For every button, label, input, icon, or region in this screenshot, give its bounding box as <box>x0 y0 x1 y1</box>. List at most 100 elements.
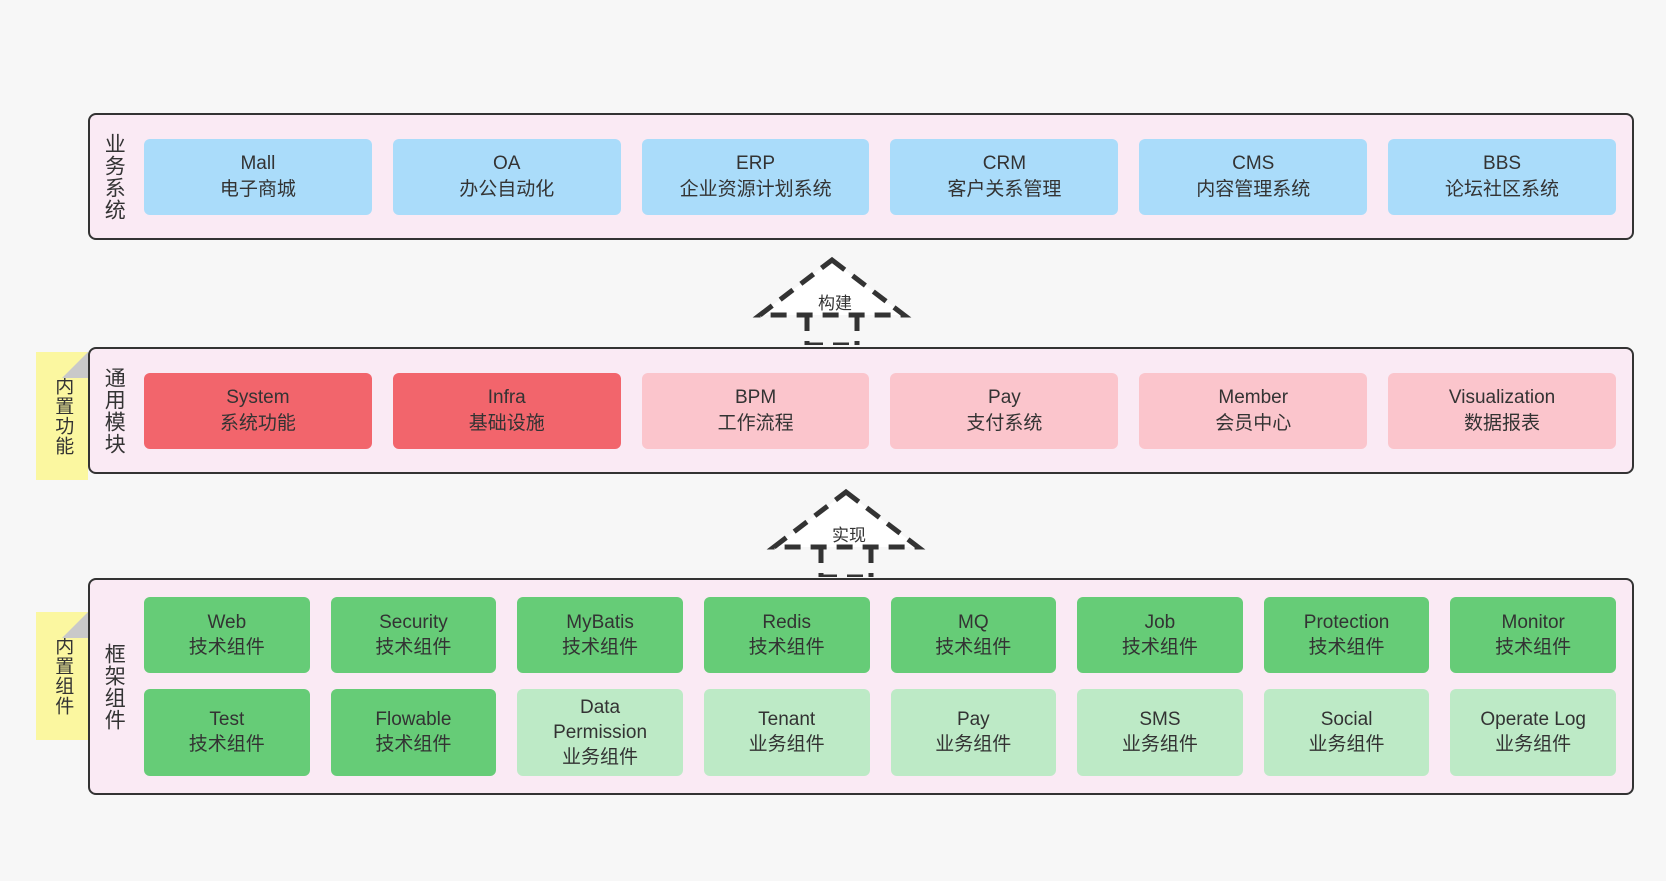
card-data-permission[interactable]: Data Permission 业务组件 <box>517 688 683 777</box>
card-operate-log[interactable]: Operate Log 业务组件 <box>1450 688 1616 777</box>
card-title: Pay <box>988 387 1021 409</box>
card-subtitle: 技术组件 <box>375 636 452 658</box>
layer-title-framework-component: 框架组件 <box>102 642 126 731</box>
card-sms[interactable]: SMS 业务组件 <box>1077 688 1243 777</box>
card-title: Test <box>209 709 245 731</box>
layer-title-business-system: 业务系统 <box>102 132 126 221</box>
card-subtitle: 技术组件 <box>375 734 452 756</box>
card-title: Web <box>207 611 247 633</box>
card-subtitle: 论坛社区系统 <box>1445 178 1560 200</box>
card-title: SMS <box>1139 709 1181 731</box>
connector-build-arrow <box>752 255 912 348</box>
card-title: Operate Log <box>1480 709 1586 731</box>
card-row: Test 技术组件 Flowable 技术组件 Data Permission … <box>144 688 1616 777</box>
card-subtitle: 基础设施 <box>468 412 545 434</box>
connector-build-label: 构建 <box>818 294 852 313</box>
card-title: Monitor <box>1501 611 1565 633</box>
card-title: Pay <box>956 709 990 731</box>
card-subtitle: 技术组件 <box>188 734 265 756</box>
card-bbs[interactable]: BBS 论坛社区系统 <box>1388 138 1616 215</box>
card-title: Job <box>1144 611 1176 633</box>
card-subtitle: 技术组件 <box>1308 636 1385 658</box>
card-subtitle: 技术组件 <box>748 636 825 658</box>
card-oa[interactable]: OA 办公自动化 <box>392 138 621 215</box>
card-subtitle: 技术组件 <box>1121 636 1198 658</box>
card-title: Mall <box>240 153 276 175</box>
card-title: Redis <box>762 611 811 633</box>
card-row: Mall 电子商城 OA 办公自动化 ERP 企业资源计划系统 CRM 客户关系… <box>144 138 1616 215</box>
card-subtitle: 客户关系管理 <box>947 178 1062 200</box>
card-subtitle: 技术组件 <box>188 636 265 658</box>
card-test[interactable]: Test 技术组件 <box>144 688 310 777</box>
card-member[interactable]: Member 会员中心 <box>1139 372 1368 449</box>
sticky-note-builtin-component: 内置组件 <box>36 612 88 740</box>
card-title: Flowable <box>375 709 452 731</box>
card-title: BBS <box>1483 153 1522 175</box>
card-subtitle: 企业资源计划系统 <box>679 178 832 200</box>
card-web[interactable]: Web 技术组件 <box>144 596 310 673</box>
sticky-note-builtin-function: 内置功能 <box>36 352 88 480</box>
card-infra[interactable]: Infra 基础设施 <box>392 372 621 449</box>
card-subtitle: 技术组件 <box>562 636 639 658</box>
card-row: Web 技术组件 Security 技术组件 MyBatis 技术组件 Redi… <box>144 596 1616 673</box>
card-title-line2: Permission <box>553 721 648 743</box>
layer-business-system: 业务系统 Mall 电子商城 OA 办公自动化 ERP 企业资源计划系统 CRM… <box>88 113 1634 240</box>
card-title: BPM <box>734 387 777 409</box>
card-mall[interactable]: Mall 电子商城 <box>144 138 372 215</box>
card-pay-module[interactable]: Pay 支付系统 <box>890 372 1119 449</box>
card-subtitle: 技术组件 <box>935 636 1012 658</box>
card-title: OA <box>493 153 521 175</box>
card-title: Infra <box>487 387 526 409</box>
card-title: System <box>226 387 290 409</box>
card-monitor[interactable]: Monitor 技术组件 <box>1450 596 1616 673</box>
card-subtitle: 工作流程 <box>717 412 794 434</box>
card-title: ERP <box>736 153 776 175</box>
card-visualization[interactable]: Visualization 数据报表 <box>1388 372 1616 449</box>
connector-implement-arrow <box>766 487 926 580</box>
card-subtitle: 业务组件 <box>562 747 639 769</box>
card-subtitle: 会员中心 <box>1215 412 1292 434</box>
card-cms[interactable]: CMS 内容管理系统 <box>1139 138 1368 215</box>
card-title: Data <box>579 696 621 718</box>
card-title: MyBatis <box>566 611 634 633</box>
card-system[interactable]: System 系统功能 <box>144 372 372 449</box>
card-subtitle: 电子商城 <box>219 178 296 200</box>
card-redis[interactable]: Redis 技术组件 <box>703 596 870 673</box>
connector-implement-label: 实现 <box>832 526 866 545</box>
card-row: System 系统功能 Infra 基础设施 BPM 工作流程 Pay 支付系统… <box>144 372 1616 449</box>
card-flowable[interactable]: Flowable 技术组件 <box>330 688 497 777</box>
card-protection[interactable]: Protection 技术组件 <box>1263 596 1430 673</box>
card-subtitle: 业务组件 <box>1121 734 1198 756</box>
card-subtitle: 业务组件 <box>748 734 825 756</box>
card-title: Security <box>379 611 448 633</box>
card-subtitle: 业务组件 <box>1495 734 1572 756</box>
card-bpm[interactable]: BPM 工作流程 <box>641 372 870 449</box>
card-title: Protection <box>1303 611 1390 633</box>
card-subtitle: 内容管理系统 <box>1196 178 1311 200</box>
card-job[interactable]: Job 技术组件 <box>1077 596 1243 673</box>
card-title: Visualization <box>1448 387 1556 409</box>
card-tenant[interactable]: Tenant 业务组件 <box>703 688 870 777</box>
card-social[interactable]: Social 业务组件 <box>1263 688 1430 777</box>
card-pay-component[interactable]: Pay 业务组件 <box>890 688 1057 777</box>
card-subtitle: 数据报表 <box>1464 412 1541 434</box>
card-title: Tenant <box>758 709 816 731</box>
card-subtitle: 系统功能 <box>219 412 296 434</box>
card-subtitle: 业务组件 <box>1308 734 1385 756</box>
card-erp[interactable]: ERP 企业资源计划系统 <box>641 138 870 215</box>
card-title: Member <box>1218 387 1289 409</box>
layer-framework-component: 框架组件 Web 技术组件 Security 技术组件 MyBatis 技术组件… <box>88 578 1634 795</box>
card-subtitle: 办公自动化 <box>459 178 555 200</box>
card-title: CMS <box>1232 153 1275 175</box>
card-title: Social <box>1320 709 1373 731</box>
card-title: MQ <box>958 611 989 633</box>
layer-title-common-module: 通用模块 <box>102 366 126 455</box>
card-mybatis[interactable]: MyBatis 技术组件 <box>517 596 683 673</box>
layer-body-framework-component: Web 技术组件 Security 技术组件 MyBatis 技术组件 Redi… <box>136 580 1632 793</box>
card-security[interactable]: Security 技术组件 <box>330 596 497 673</box>
card-mq[interactable]: MQ 技术组件 <box>890 596 1057 673</box>
card-crm[interactable]: CRM 客户关系管理 <box>890 138 1119 215</box>
card-subtitle: 业务组件 <box>935 734 1012 756</box>
card-subtitle: 技术组件 <box>1495 636 1572 658</box>
